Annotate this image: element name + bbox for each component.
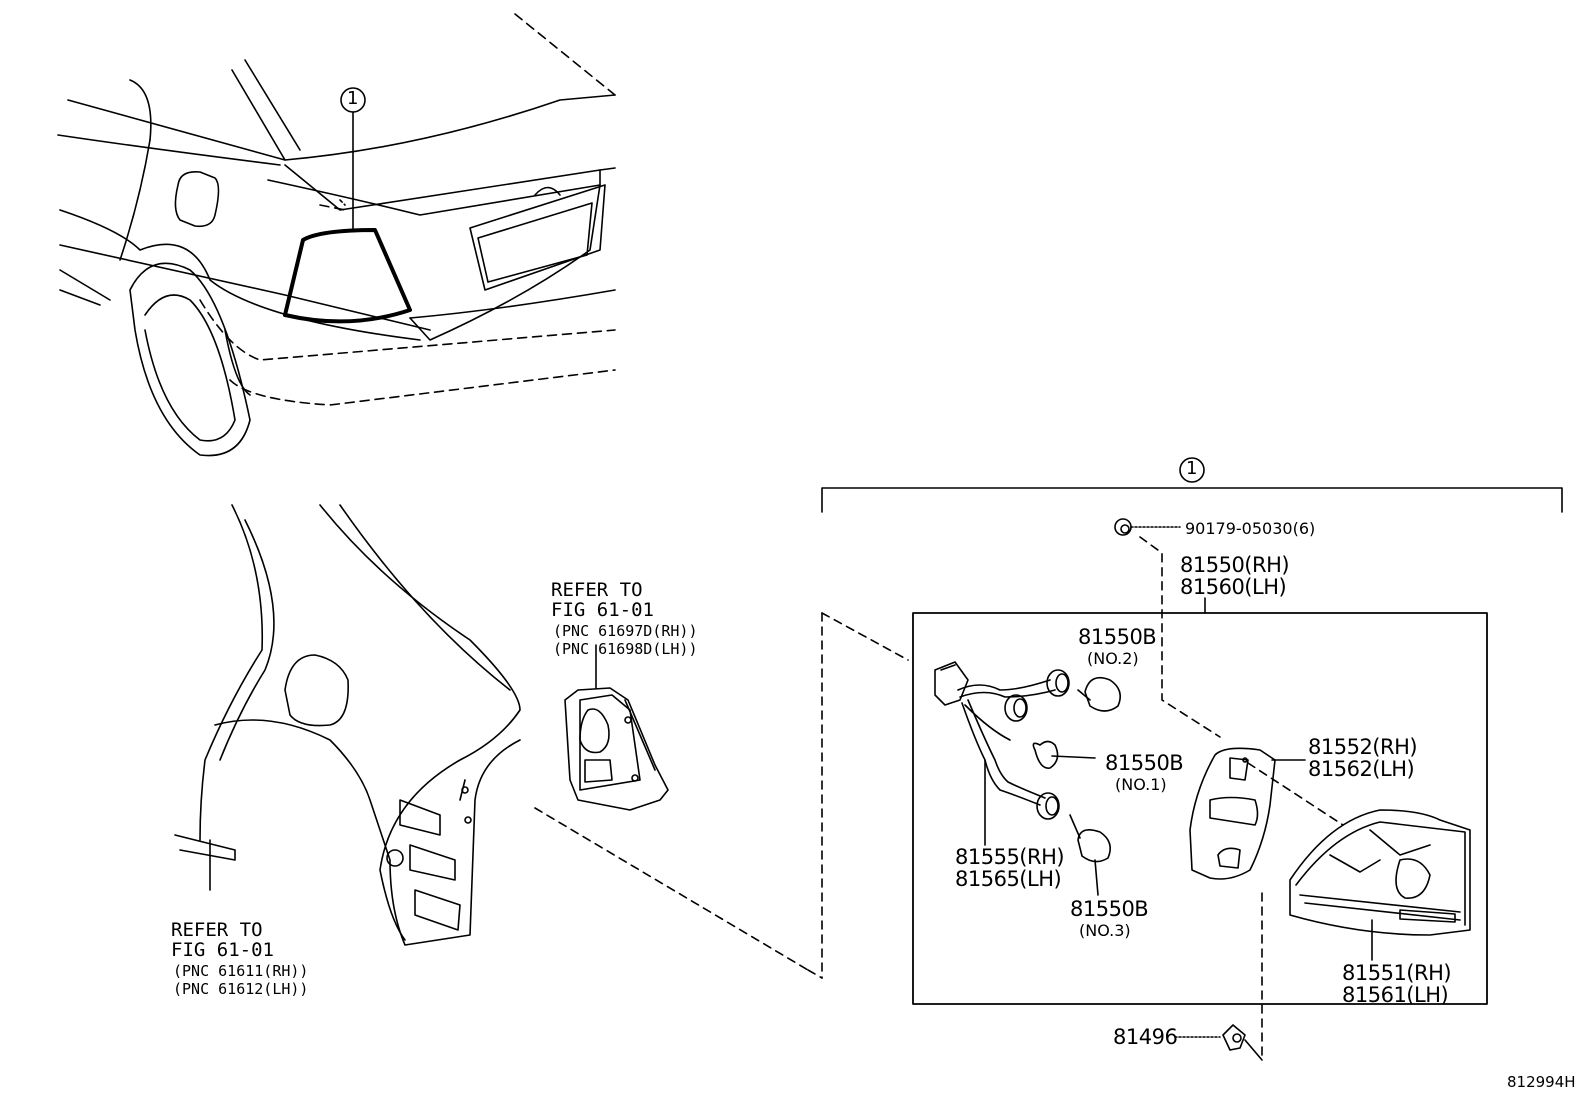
part-bulb1-note: (NO.1) <box>1115 775 1167 794</box>
callout-circle-top <box>340 87 366 113</box>
part-gasket-lh: 81562(LH) <box>1308 757 1415 781</box>
screw-illustration <box>1114 518 1221 738</box>
refer-mid-line4: (PNC 61698D(LH)) <box>553 640 698 658</box>
part-bulb2: 81550B <box>1078 625 1157 649</box>
lens-illustration <box>1261 809 1471 1061</box>
refer-left-line3: (PNC 61611(RH)) <box>173 962 309 980</box>
bracket-illustration <box>564 644 669 811</box>
callout-number-assembly: 1 <box>1186 458 1198 479</box>
part-screw: 90179-05030(6) <box>1185 519 1316 538</box>
part-clip: 81496 <box>1113 1025 1178 1049</box>
part-assy-lh: 81560(LH) <box>1180 575 1287 599</box>
refer-left-line1: REFER TO <box>171 919 263 941</box>
part-bulb2-note: (NO.2) <box>1087 649 1139 668</box>
drawing-code: 812994H <box>1507 1073 1576 1091</box>
callout-number-top: 1 <box>347 88 359 109</box>
refer-left-line4: (PNC 61612(LH)) <box>173 980 309 998</box>
part-bulb1: 81550B <box>1105 751 1184 775</box>
car-rear-illustration <box>57 13 616 457</box>
part-gasket-rh: 81552(RH) <box>1308 735 1418 759</box>
refer-mid-line3: (PNC 61697D(RH)) <box>553 622 698 640</box>
quarter-panel-illustration <box>174 504 809 971</box>
part-socket-rh: 81555(RH) <box>955 845 1065 869</box>
socket-harness-illustration <box>934 661 1121 896</box>
assembly-box <box>912 612 1488 1005</box>
refer-mid-line1: REFER TO <box>551 579 643 601</box>
refer-left-line2: FIG 61-01 <box>171 939 274 961</box>
refer-mid-line2: FIG 61-01 <box>551 599 654 621</box>
clip-illustration <box>1174 1024 1263 1061</box>
assembly-bracket-line <box>821 487 1563 513</box>
part-lens-lh: 81561(LH) <box>1342 983 1449 1007</box>
part-lens-rh: 81551(RH) <box>1342 961 1452 985</box>
part-bulb3-note: (NO.3) <box>1079 921 1131 940</box>
part-bulb3: 81550B <box>1070 897 1149 921</box>
gasket-illustration <box>1189 747 1344 880</box>
part-socket-lh: 81565(LH) <box>955 867 1062 891</box>
part-assy-rh: 81550(RH) <box>1180 553 1290 577</box>
callout-circle-assembly <box>1179 457 1205 483</box>
